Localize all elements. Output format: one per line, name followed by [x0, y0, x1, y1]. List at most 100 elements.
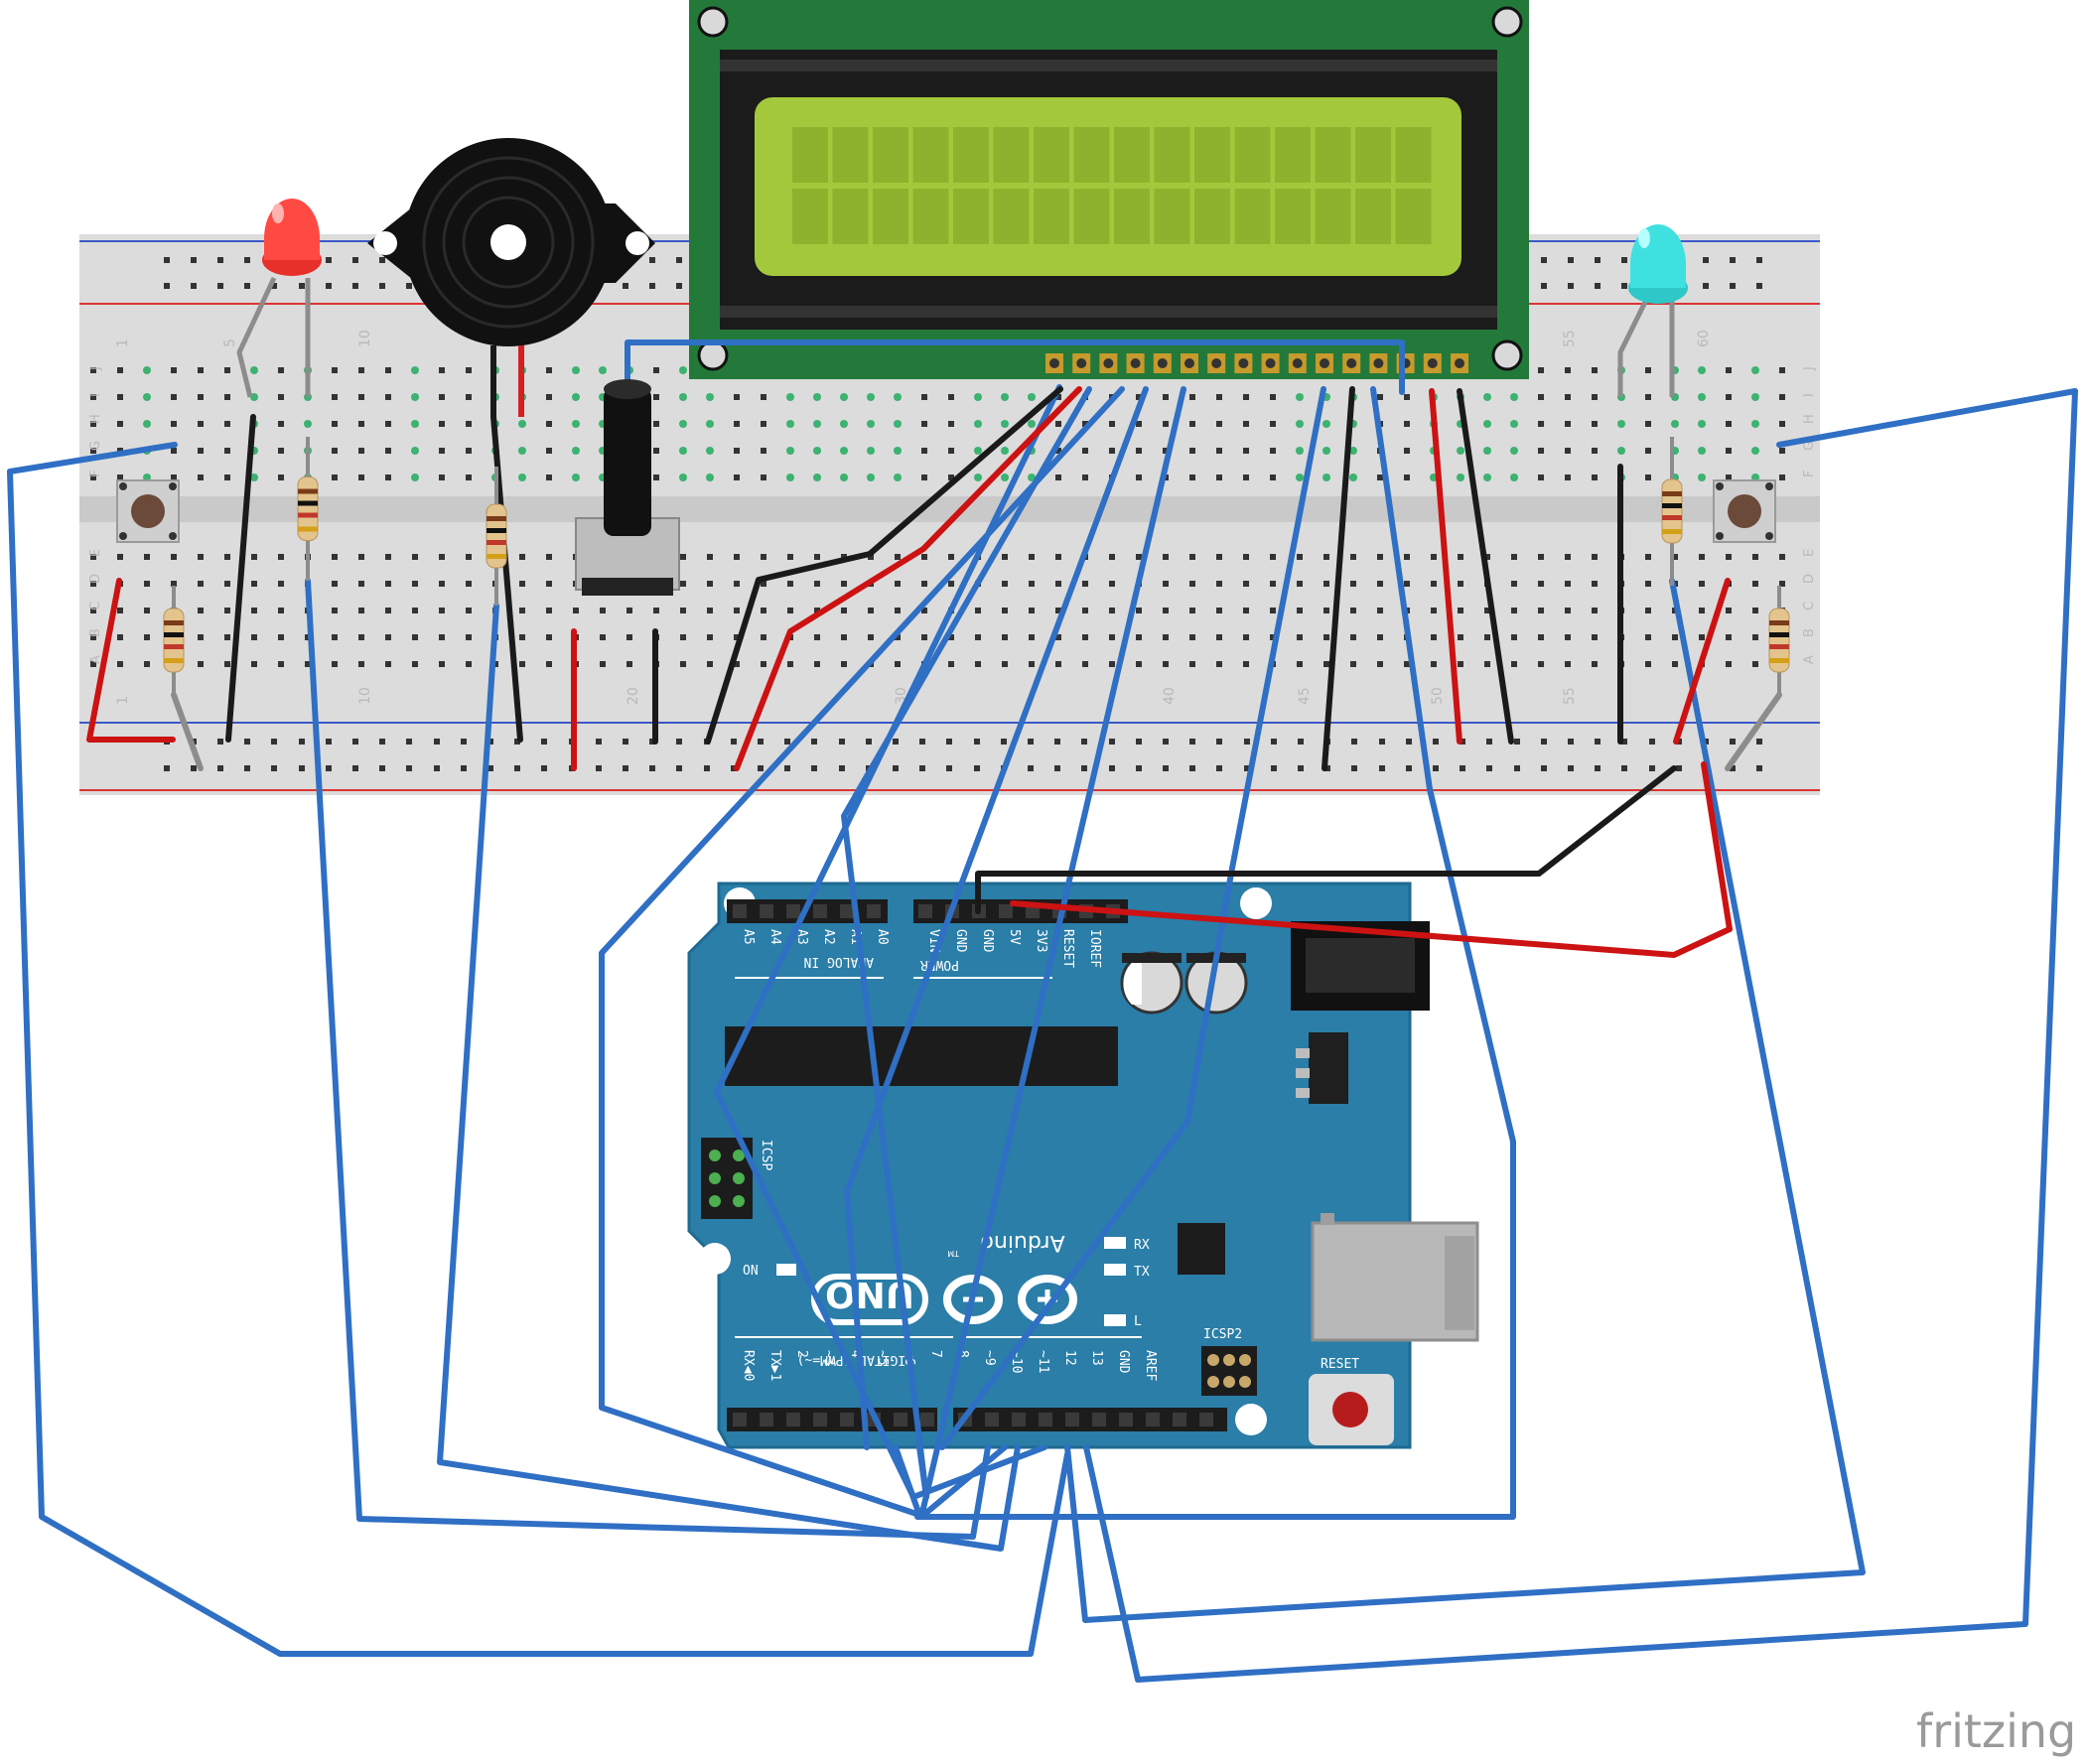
breadboard-hole[interactable] — [1109, 581, 1115, 587]
breadboard-hole[interactable] — [117, 608, 123, 613]
breadboard-hole[interactable] — [1244, 739, 1250, 745]
breadboard-hole[interactable] — [271, 765, 277, 771]
breadboard-hole[interactable] — [734, 608, 740, 613]
breadboard-hole[interactable] — [271, 283, 277, 289]
breadboard-hole[interactable] — [1109, 661, 1115, 667]
breadboard-hole[interactable] — [332, 554, 338, 560]
breadboard-hole[interactable] — [117, 421, 123, 427]
breadboard-hole[interactable] — [1055, 634, 1061, 640]
breadboard-hole[interactable] — [1109, 448, 1115, 454]
breadboard-hole[interactable] — [191, 257, 197, 263]
breadboard-hole[interactable] — [546, 394, 552, 400]
breadboard-hole[interactable] — [251, 634, 257, 640]
breadboard-hole[interactable] — [596, 739, 602, 745]
breadboard-hole[interactable] — [1726, 421, 1732, 427]
breadboard-hole[interactable] — [1109, 608, 1115, 613]
breadboard-hole[interactable] — [1752, 581, 1758, 587]
breadboard-hole[interactable] — [326, 765, 332, 771]
breadboard-hole[interactable] — [1002, 634, 1008, 640]
breadboard-hole[interactable] — [1672, 634, 1678, 640]
breadboard-hole[interactable] — [600, 661, 606, 667]
breadboard-hole[interactable] — [251, 581, 257, 587]
breadboard-hole[interactable] — [385, 421, 391, 427]
breadboard-hole[interactable] — [1163, 421, 1169, 427]
breadboard-hole[interactable] — [439, 394, 445, 400]
breadboard-hole[interactable] — [278, 475, 284, 480]
breadboard-hole[interactable] — [299, 739, 305, 745]
breadboard-hole[interactable] — [623, 765, 628, 771]
breadboard-hole[interactable] — [385, 448, 391, 454]
breadboard-hole[interactable] — [1379, 739, 1385, 745]
breadboard-hole[interactable] — [649, 257, 655, 263]
breadboard-hole[interactable] — [921, 554, 927, 560]
breadboard-hole[interactable] — [90, 608, 96, 613]
breadboard-hole[interactable] — [1592, 634, 1598, 640]
breadboard-hole[interactable] — [278, 608, 284, 613]
breadboard-hole[interactable] — [895, 554, 901, 560]
breadboard-hole[interactable] — [814, 634, 820, 640]
breadboard-hole[interactable] — [358, 634, 364, 640]
breadboard-hole[interactable] — [1029, 608, 1035, 613]
breadboard-hole[interactable] — [1243, 394, 1249, 400]
breadboard-hole[interactable] — [1406, 765, 1412, 771]
breadboard-hole[interactable] — [546, 367, 552, 373]
breadboard-hole[interactable] — [358, 475, 364, 480]
breadboard-hole[interactable] — [144, 581, 150, 587]
breadboard-hole[interactable] — [1216, 421, 1222, 427]
breadboard-hole[interactable] — [546, 448, 552, 454]
breadboard-hole[interactable] — [734, 581, 740, 587]
breadboard-hole[interactable] — [90, 581, 96, 587]
breadboard-hole[interactable] — [1726, 448, 1732, 454]
breadboard-hole[interactable] — [1351, 739, 1357, 745]
breadboard-hole[interactable] — [921, 608, 927, 613]
breadboard-hole[interactable] — [519, 634, 525, 640]
breadboard-hole[interactable] — [466, 608, 472, 613]
breadboard-hole[interactable] — [948, 448, 954, 454]
breadboard-hole[interactable] — [761, 634, 766, 640]
breadboard-hole[interactable] — [198, 394, 204, 400]
breadboard-hole[interactable] — [271, 739, 277, 745]
breadboard-hole[interactable] — [1109, 421, 1115, 427]
breadboard-hole[interactable] — [676, 257, 682, 263]
breadboard-hole[interactable] — [1243, 661, 1249, 667]
breadboard-hole[interactable] — [164, 765, 170, 771]
breadboard-hole[interactable] — [1541, 283, 1547, 289]
breadboard-hole[interactable] — [1081, 739, 1087, 745]
breadboard-hole[interactable] — [1565, 608, 1571, 613]
breadboard-hole[interactable] — [921, 475, 927, 480]
breadboard-hole[interactable] — [198, 634, 204, 640]
breadboard-hole[interactable] — [244, 765, 250, 771]
breadboard-hole[interactable] — [1379, 765, 1385, 771]
breadboard-hole[interactable] — [171, 554, 177, 560]
breadboard-hole[interactable] — [1189, 394, 1195, 400]
breadboard-hole[interactable] — [385, 608, 391, 613]
breadboard-hole[interactable] — [1323, 554, 1329, 560]
breadboard-hole[interactable] — [893, 765, 899, 771]
breadboard-hole[interactable] — [1730, 739, 1736, 745]
breadboard-hole[interactable] — [1514, 765, 1520, 771]
breadboard-hole[interactable] — [198, 661, 204, 667]
breadboard-hole[interactable] — [1028, 765, 1034, 771]
breadboard-hole[interactable] — [1055, 475, 1061, 480]
breadboard-hole[interactable] — [653, 421, 659, 427]
breadboard-hole[interactable] — [466, 634, 472, 640]
breadboard-hole[interactable] — [921, 421, 927, 427]
breadboard-hole[interactable] — [1431, 554, 1437, 560]
breadboard-hole[interactable] — [244, 283, 250, 289]
breadboard-hole[interactable] — [1216, 661, 1222, 667]
breadboard-hole[interactable] — [1565, 581, 1571, 587]
breadboard-hole[interactable] — [305, 661, 311, 667]
header-pin[interactable] — [813, 904, 827, 918]
breadboard-hole[interactable] — [1703, 283, 1709, 289]
breadboard-hole[interactable] — [385, 581, 391, 587]
breadboard-hole[interactable] — [1216, 608, 1222, 613]
breadboard-hole[interactable] — [974, 739, 980, 745]
breadboard-hole[interactable] — [1377, 394, 1383, 400]
breadboard-hole[interactable] — [1538, 448, 1544, 454]
breadboard-hole[interactable] — [1460, 765, 1465, 771]
breadboard-hole[interactable] — [761, 661, 766, 667]
breadboard-hole[interactable] — [868, 554, 874, 560]
breadboard-hole[interactable] — [224, 394, 230, 400]
breadboard-hole[interactable] — [332, 421, 338, 427]
breadboard-hole[interactable] — [1779, 421, 1785, 427]
